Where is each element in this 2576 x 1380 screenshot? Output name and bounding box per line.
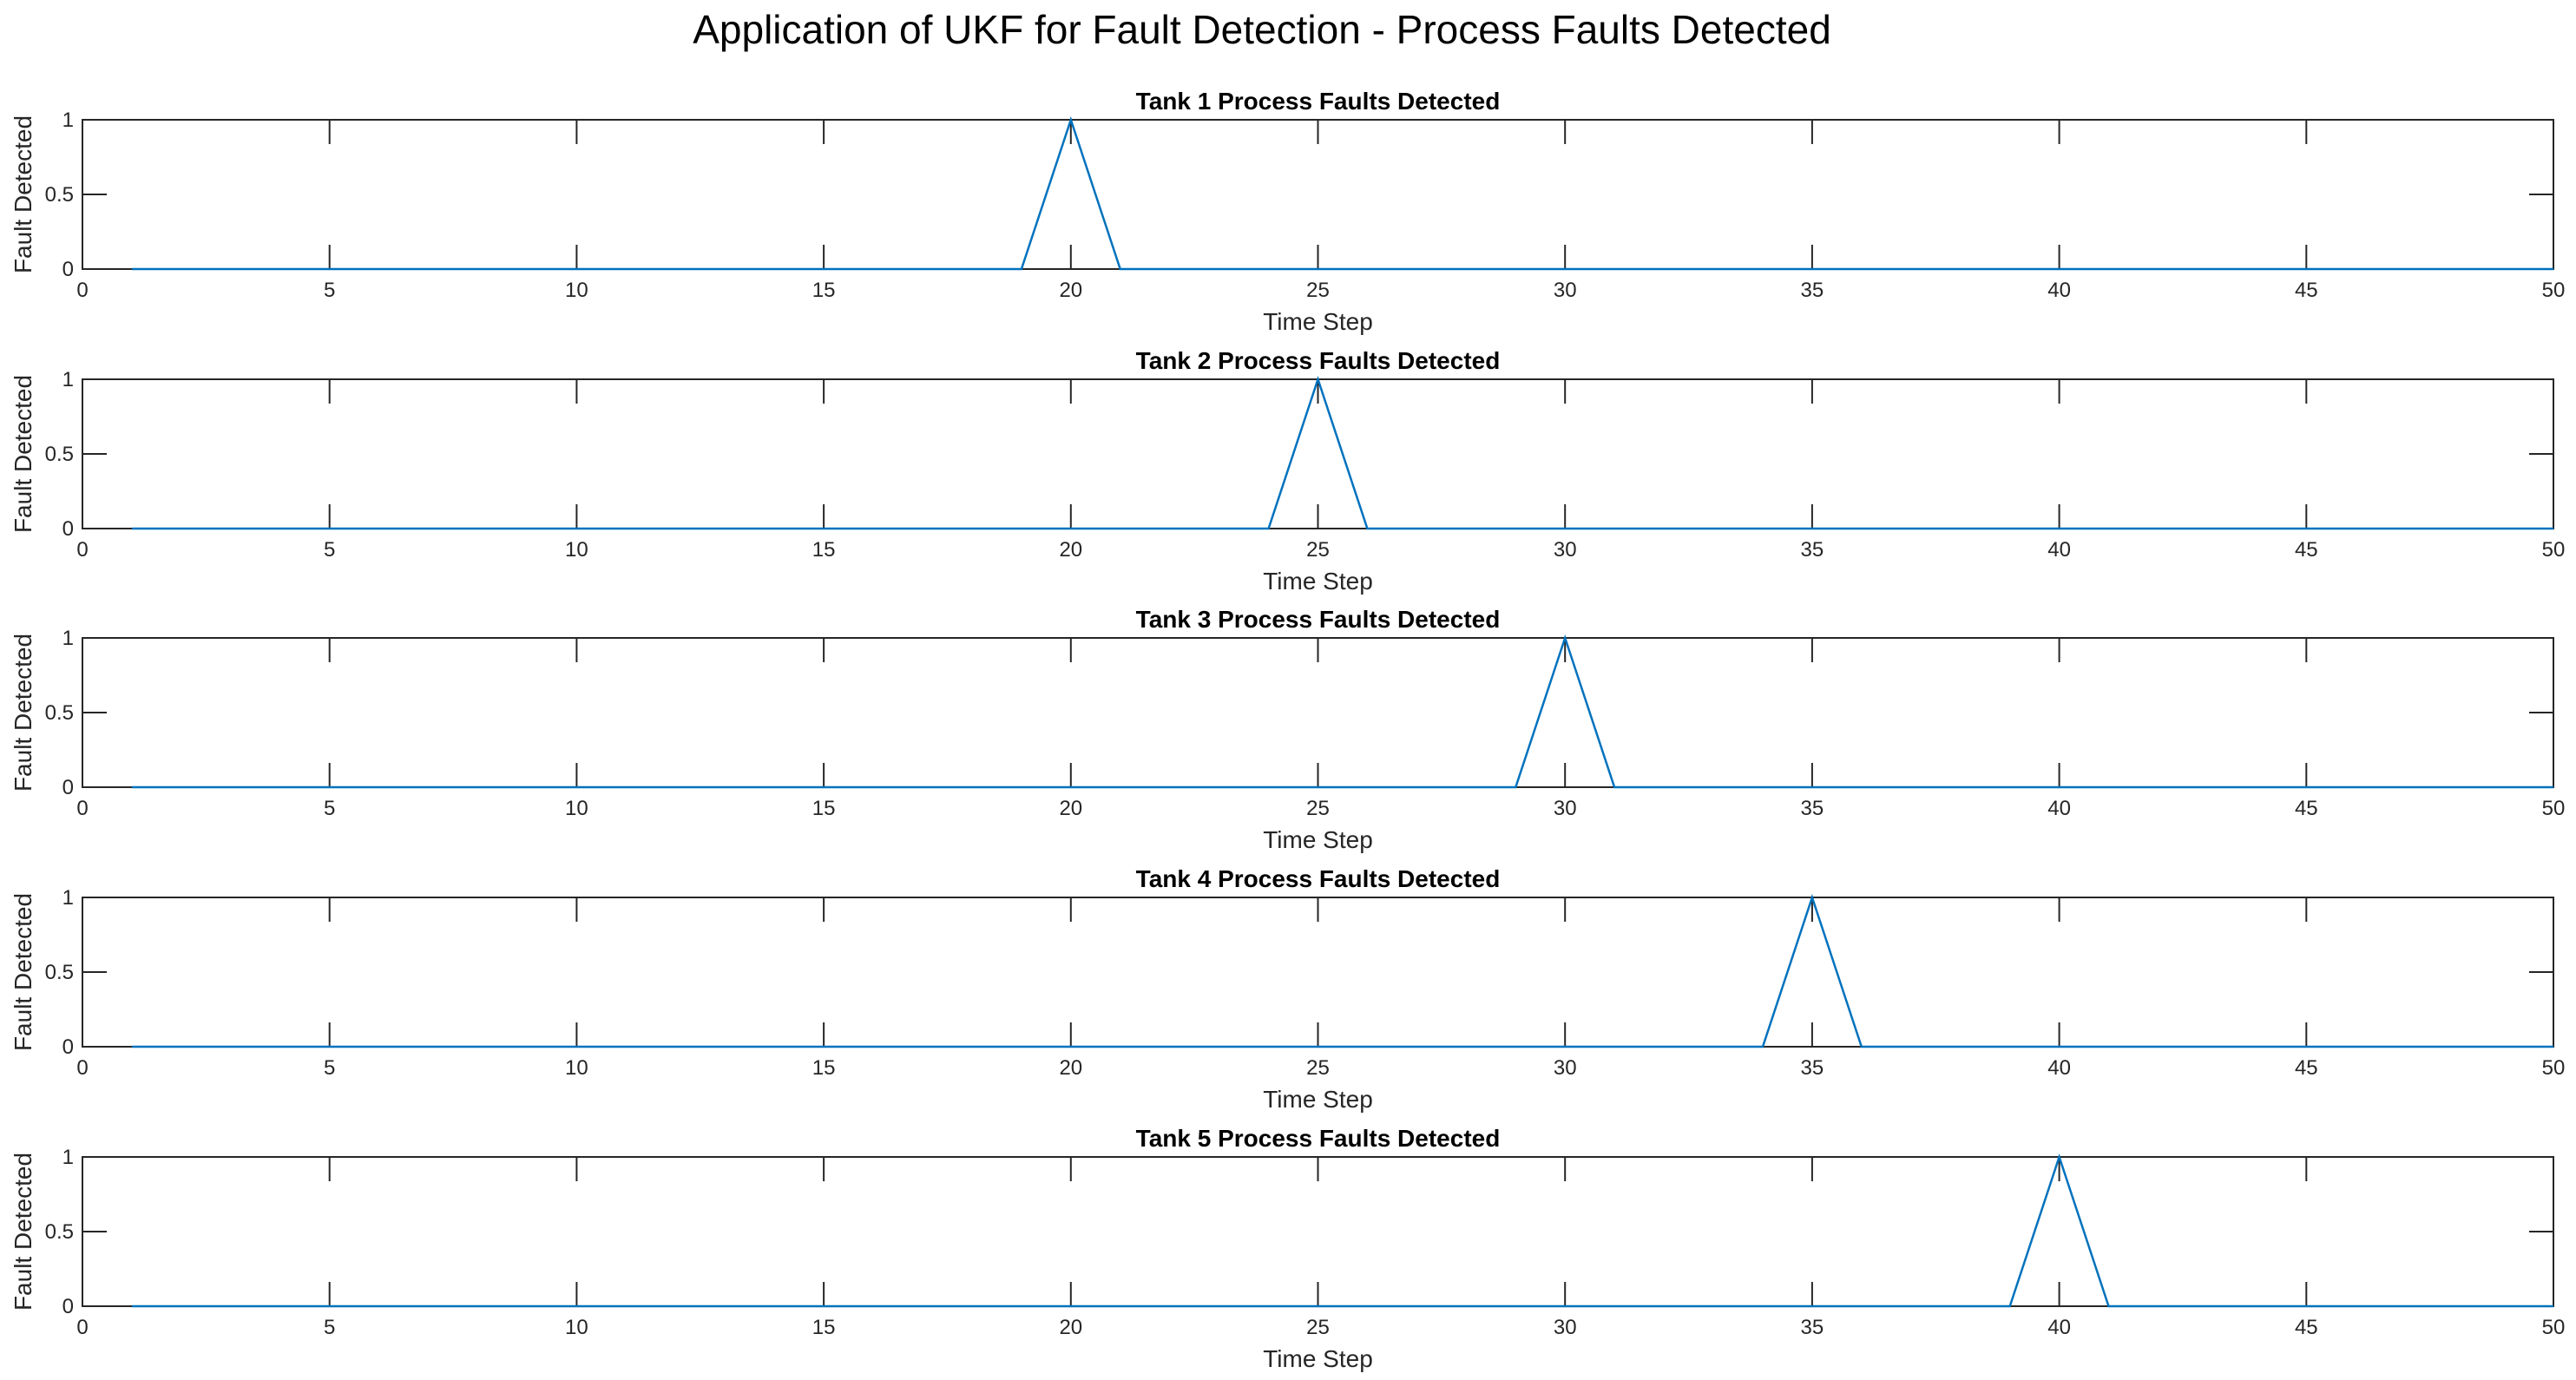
series-line-1 <box>131 116 2553 271</box>
y-axis-label: Fault Detected <box>10 1153 36 1311</box>
subplot-4: 0 5 10 15 20 25 30 35 40 45 50 0 0.5 1 Tank 4 Process … <box>10 865 2565 1113</box>
x-tick-label: 10 <box>565 538 588 562</box>
y-tick-label: 0.5 <box>45 1220 74 1244</box>
y-tick-label: 0.5 <box>45 961 74 984</box>
x-tick-label: 45 <box>2295 1056 2318 1080</box>
x-tick-label: 25 <box>1306 797 1330 820</box>
y-axis-label: Fault Detected <box>10 634 36 792</box>
y-tick-label: 0 <box>62 1035 74 1059</box>
x-tick-label: 35 <box>1801 1056 1824 1080</box>
x-tick-label: 0 <box>76 1056 88 1080</box>
x-tick-label: 0 <box>76 538 88 562</box>
series-line-1 <box>131 894 2553 1048</box>
x-tick-label: 35 <box>1801 797 1824 820</box>
y-tick-label: 1 <box>62 1146 74 1169</box>
x-tick-label: 35 <box>1801 538 1824 562</box>
y-tick-label: 1 <box>62 886 74 910</box>
x-tick-label: 15 <box>812 797 836 820</box>
x-tick-label: 0 <box>76 797 88 820</box>
x-tick-label: 50 <box>2542 1316 2566 1339</box>
x-tick-label: 20 <box>1059 1056 1082 1080</box>
x-tick-label: 5 <box>324 538 335 562</box>
x-tick-label: 50 <box>2542 279 2566 302</box>
x-axis-label: Time Step <box>1263 568 1373 595</box>
x-tick-label: 35 <box>1801 1316 1824 1339</box>
x-tick-label: 25 <box>1306 538 1330 562</box>
x-tick-label: 25 <box>1306 1316 1330 1339</box>
x-axis-label: Time Step <box>1263 826 1373 853</box>
series-line-1 <box>131 634 2553 789</box>
x-tick-label: 20 <box>1059 538 1082 562</box>
x-tick-label: 5 <box>324 1316 335 1339</box>
x-tick-label: 0 <box>76 1316 88 1339</box>
x-tick-label: 40 <box>2047 538 2071 562</box>
y-tick-label: 0 <box>62 1295 74 1318</box>
x-tick-label: 20 <box>1059 797 1082 820</box>
x-tick-label: 40 <box>2047 797 2071 820</box>
x-tick-label: 25 <box>1306 279 1330 302</box>
x-tick-label: 30 <box>1554 279 1577 302</box>
x-tick-label: 0 <box>76 279 88 302</box>
x-tick-label: 10 <box>565 1316 588 1339</box>
x-tick-label: 30 <box>1554 797 1577 820</box>
x-tick-label: 50 <box>2542 1056 2566 1080</box>
x-tick-label: 5 <box>324 279 335 302</box>
y-tick-label: 0.5 <box>45 443 74 466</box>
y-axis-label: Fault Detected <box>10 375 36 533</box>
y-axis-label: Fault Detected <box>10 115 36 273</box>
x-tick-label: 15 <box>812 1056 836 1080</box>
x-tick-label: 20 <box>1059 279 1082 302</box>
x-tick-label: 50 <box>2542 797 2566 820</box>
subplot-2: 0 5 10 15 20 25 30 35 40 45 50 0 0.5 1 Tank 2 Process … <box>10 347 2565 595</box>
x-tick-label: 5 <box>324 797 335 820</box>
x-tick-label: 50 <box>2542 538 2566 562</box>
x-tick-label: 15 <box>812 538 836 562</box>
x-tick-label: 45 <box>2295 279 2318 302</box>
x-tick-label: 45 <box>2295 538 2318 562</box>
y-tick-label: 1 <box>62 108 74 132</box>
y-tick-label: 0 <box>62 517 74 541</box>
x-tick-label: 45 <box>2295 1316 2318 1339</box>
series-line-1 <box>131 1153 2553 1308</box>
y-axis-label: Fault Detected <box>10 893 36 1051</box>
x-tick-label: 10 <box>565 279 588 302</box>
subplot-3: 0 5 10 15 20 25 30 35 40 45 50 0 0.5 1 Tank 3 Process … <box>10 606 2565 853</box>
x-tick-label: 5 <box>324 1056 335 1080</box>
x-tick-label: 30 <box>1554 1056 1577 1080</box>
x-tick-label: 35 <box>1801 279 1824 302</box>
x-tick-label: 10 <box>565 797 588 820</box>
x-tick-label: 40 <box>2047 279 2071 302</box>
y-tick-label: 0 <box>62 258 74 281</box>
x-axis-label: Time Step <box>1263 1345 1373 1372</box>
subplot-title: Tank 1 Process Faults Detected <box>1136 88 1501 115</box>
x-tick-label: 10 <box>565 1056 588 1080</box>
y-tick-label: 0 <box>62 776 74 799</box>
x-tick-label: 40 <box>2047 1056 2071 1080</box>
x-tick-label: 30 <box>1554 538 1577 562</box>
x-tick-label: 40 <box>2047 1316 2071 1339</box>
subplot-title: Tank 3 Process Faults Detected <box>1136 606 1501 633</box>
x-tick-label: 45 <box>2295 797 2318 820</box>
series-line-1 <box>131 376 2553 530</box>
y-tick-label: 1 <box>62 627 74 650</box>
subplot-1: 0 5 10 15 20 25 30 35 40 45 50 0 0.5 1 Tank 1 Process … <box>10 88 2565 335</box>
x-tick-label: 15 <box>812 279 836 302</box>
x-tick-label: 20 <box>1059 1316 1082 1339</box>
x-tick-label: 30 <box>1554 1316 1577 1339</box>
subplot-title: Tank 4 Process Faults Detected <box>1136 865 1501 892</box>
subplot-title: Tank 5 Process Faults Detected <box>1136 1125 1501 1152</box>
y-tick-label: 0.5 <box>45 701 74 725</box>
x-axis-label: Time Step <box>1263 1086 1373 1113</box>
subplot-title: Tank 2 Process Faults Detected <box>1136 347 1501 374</box>
y-tick-label: 0.5 <box>45 183 74 207</box>
x-axis-label: Time Step <box>1263 308 1373 335</box>
x-tick-label: 15 <box>812 1316 836 1339</box>
subplot-5: 0 5 10 15 20 25 30 35 40 45 50 0 0.5 1 Tank 5 Process … <box>10 1125 2565 1372</box>
figure-title: Application of UKF for Fault Detection -… <box>693 7 1831 52</box>
y-tick-label: 1 <box>62 368 74 391</box>
x-tick-label: 25 <box>1306 1056 1330 1080</box>
